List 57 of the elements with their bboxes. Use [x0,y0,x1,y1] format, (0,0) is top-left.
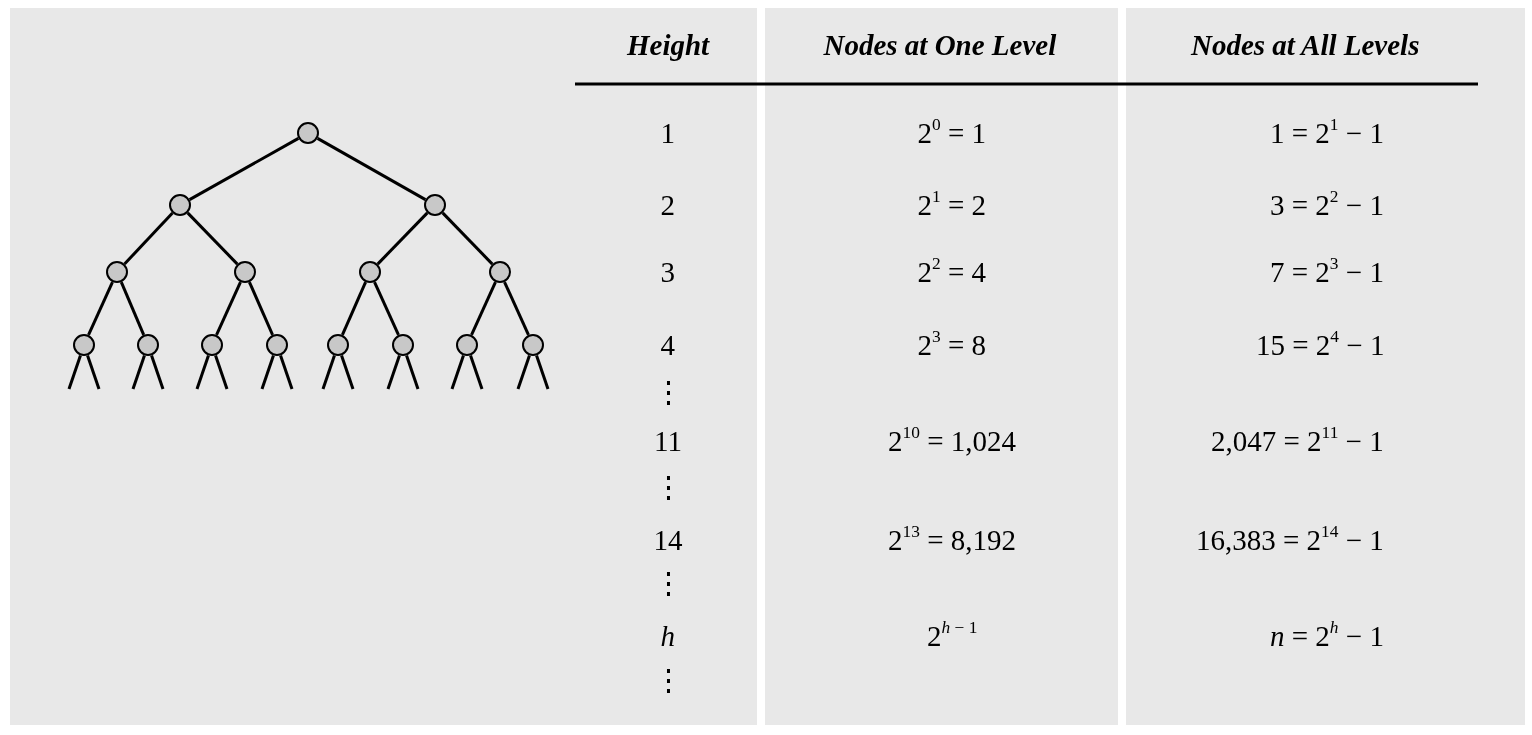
tree-branch [321,354,336,390]
vertical-ellipsis: ⋮ [653,472,683,502]
tree-branch [119,281,146,336]
tree-branch [516,354,531,390]
tree-branch [386,354,401,390]
tree-branch [150,354,165,390]
table-value: 2$^{10}$ = 1,024 [888,423,1016,459]
table-value: 1 [660,116,675,151]
column-header: Nodes at One Level [823,28,1057,63]
table-value: 14 [653,523,683,558]
table-value: 16,383 = 2$^{14}$ − 1 [1196,522,1384,558]
table-value: n = 2$^{h}$ − 1 [1270,618,1384,654]
table-value: 2,047 = 2$^{11}$ − 1 [1211,423,1384,459]
tree-branch [450,354,465,390]
table-value: 11 [654,424,682,459]
tree-branch [405,354,420,390]
table-value: 2$^{2}$ = 4 [917,254,987,290]
table-value: 3 [660,255,675,290]
table-value: 2$^{3}$ = 8 [917,327,987,363]
column-header: Height [627,28,710,63]
table-value: 2$^{13}$ = 8,192 [888,522,1016,558]
table-value: 2 [660,188,675,223]
tree-branch [87,281,114,336]
tree-branch [188,137,300,201]
tree-branch [195,354,210,390]
tree-branch [186,211,239,266]
table-value: 3 = 2$^{2}$ − 1 [1270,187,1384,223]
tree-branch [215,281,242,336]
vertical-ellipsis: ⋮ [653,377,683,407]
tree-branch [503,281,530,336]
tree-branch [373,281,400,336]
tree-branch [316,137,427,201]
vertical-ellipsis: ⋮ [653,665,683,695]
tree-branch [214,354,229,390]
tree-branch [260,354,275,390]
table-value: 15 = 2$^{4}$ − 1 [1256,327,1385,363]
vertical-ellipsis: ⋮ [653,568,683,598]
tree-branch [86,354,101,390]
tree-branch [341,281,367,336]
tree-branch [376,211,429,266]
tree-branch [340,354,355,390]
tree-branch [131,354,146,390]
table-value: h [660,619,675,654]
tree-branch [535,354,550,390]
tree-branch [279,354,294,390]
tree-branch [470,281,497,336]
table-value: 1 = 2$^{1}$ − 1 [1270,115,1384,151]
tree-branch [123,212,174,265]
table-value: 7 = 2$^{3}$ − 1 [1270,254,1384,290]
column-header: Nodes at All Levels [1191,28,1420,63]
tree-branch [469,354,484,390]
table-value: 4 [660,328,675,363]
table-value: 2$^{1}$ = 2 [917,187,987,223]
table-value: 2$^{0}$ = 1 [917,115,987,151]
tree-branch [248,281,274,336]
tree-branch [67,354,82,390]
tree-branch [441,211,494,266]
